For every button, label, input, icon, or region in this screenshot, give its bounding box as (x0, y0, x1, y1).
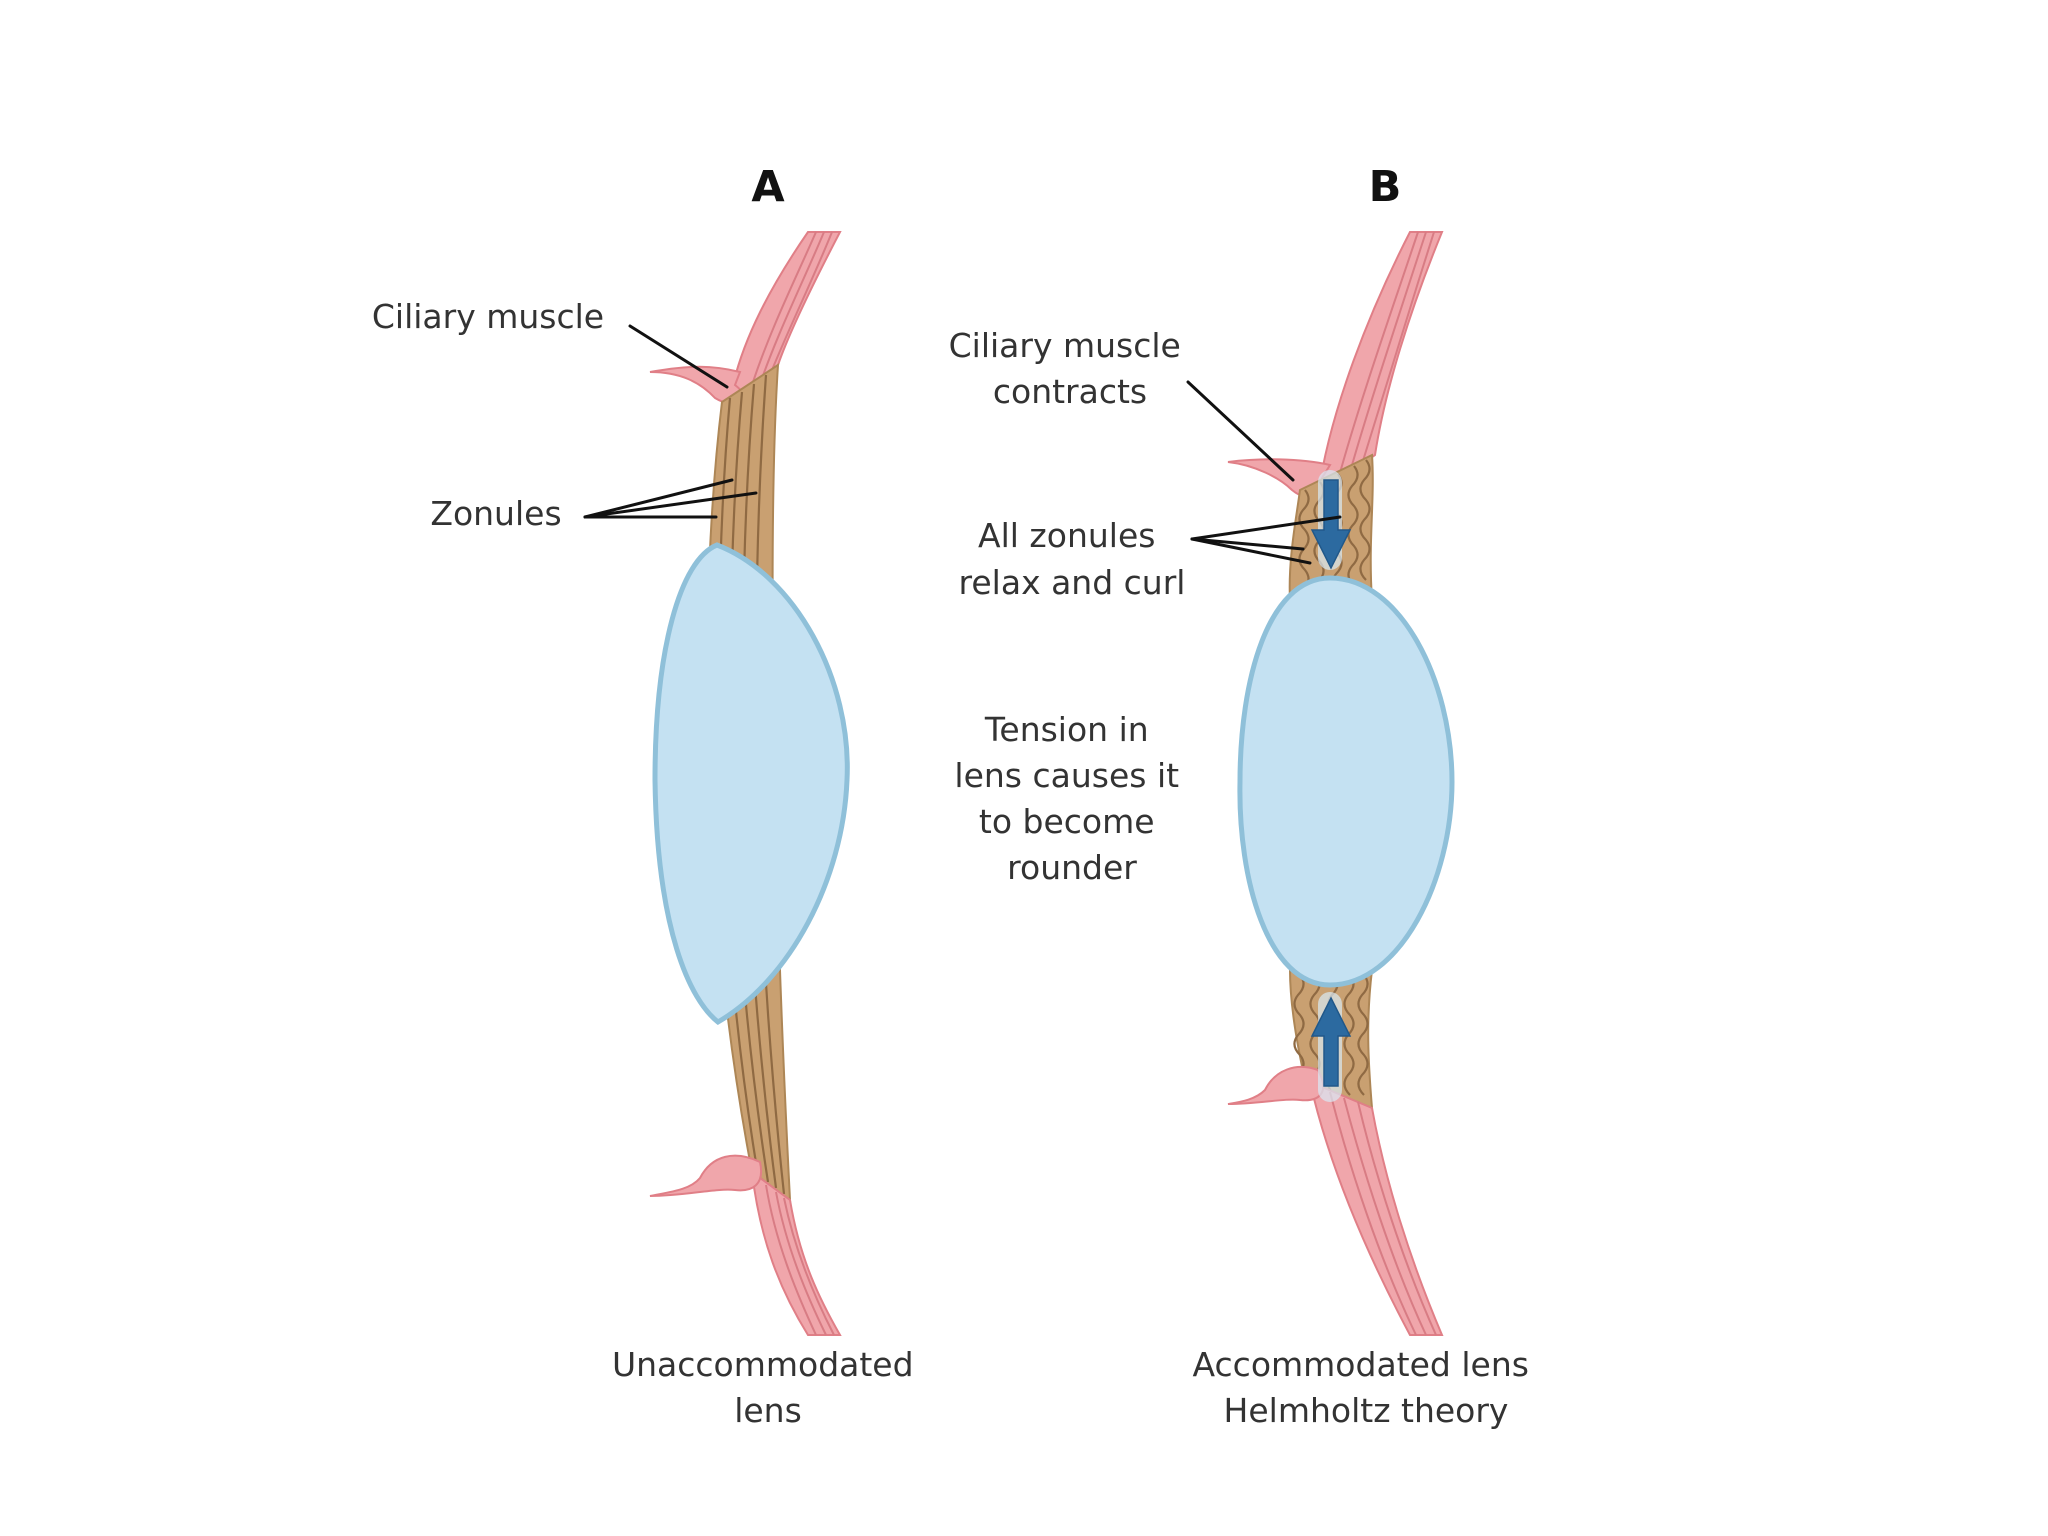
panel-b-ciliary-muscle-line-1: Ciliary muscle (949, 326, 1181, 365)
panel-a-ciliary-muscle-lower (649, 1154, 842, 1336)
panel-a: A (372, 162, 924, 1430)
panel-b-caption-line-2: Helmholtz theory (1224, 1391, 1509, 1430)
panel-a-caption-line-2: lens (734, 1391, 802, 1430)
panel-a-zonules-leader-1 (583, 478, 734, 519)
panel-b: B (949, 162, 1540, 1430)
panel-b-letter: B (1369, 162, 1402, 212)
panel-b-caption-line-1: Accommodated lens (1193, 1345, 1529, 1384)
panel-b-ciliary-muscle-label: Ciliary muscle contracts (949, 326, 1192, 411)
up-arrow-icon (1310, 996, 1352, 1087)
panel-a-ciliary-muscle-label: Ciliary muscle (372, 297, 604, 336)
panel-a-zonules-leader-2 (583, 491, 758, 519)
panel-b-zonules-line-1: All zonules (978, 516, 1155, 555)
panel-a-zonules-label: Zonules (430, 494, 561, 533)
panel-a-ciliary-muscle-upper (649, 231, 842, 406)
panel-b-zonules-leader-2 (1190, 537, 1305, 551)
panel-b-caption: Accommodated lens Helmholtz theory (1193, 1345, 1540, 1430)
panel-b-zonules-label: All zonules relax and curl (959, 516, 1186, 602)
down-arrow-icon (1310, 479, 1352, 570)
panel-b-tension-line-2: lens causes it (954, 756, 1179, 795)
panel-b-ciliary-muscle-lower (1227, 1065, 1444, 1336)
panel-b-lens (1237, 575, 1455, 988)
panel-b-ciliary-muscle-upper (1227, 231, 1444, 500)
panel-a-ciliary-muscle-leader (628, 324, 729, 389)
panel-b-zonules-leader-1 (1190, 515, 1342, 541)
panel-a-letter: A (751, 162, 785, 212)
panel-a-caption: Unaccommodated lens (612, 1345, 924, 1430)
panel-b-tension-line-4: rounder (1007, 848, 1137, 887)
panel-b-tension-line-3: to become (979, 802, 1155, 841)
panel-b-tension-line-1: Tension in (984, 710, 1149, 749)
panel-a-caption-line-1: Unaccommodated (612, 1345, 914, 1384)
panel-b-arrows (1310, 470, 1352, 1102)
panel-b-tension-label: Tension in lens causes it to become roun… (954, 710, 1189, 887)
panel-b-zonules-line-2: relax and curl (959, 563, 1186, 602)
panel-b-ciliary-muscle-leader (1186, 380, 1295, 482)
panel-b-zonules-leader-3 (1190, 537, 1312, 565)
panel-a-lens (652, 542, 850, 1026)
panel-b-ciliary-muscle-line-2: contracts (993, 372, 1147, 411)
